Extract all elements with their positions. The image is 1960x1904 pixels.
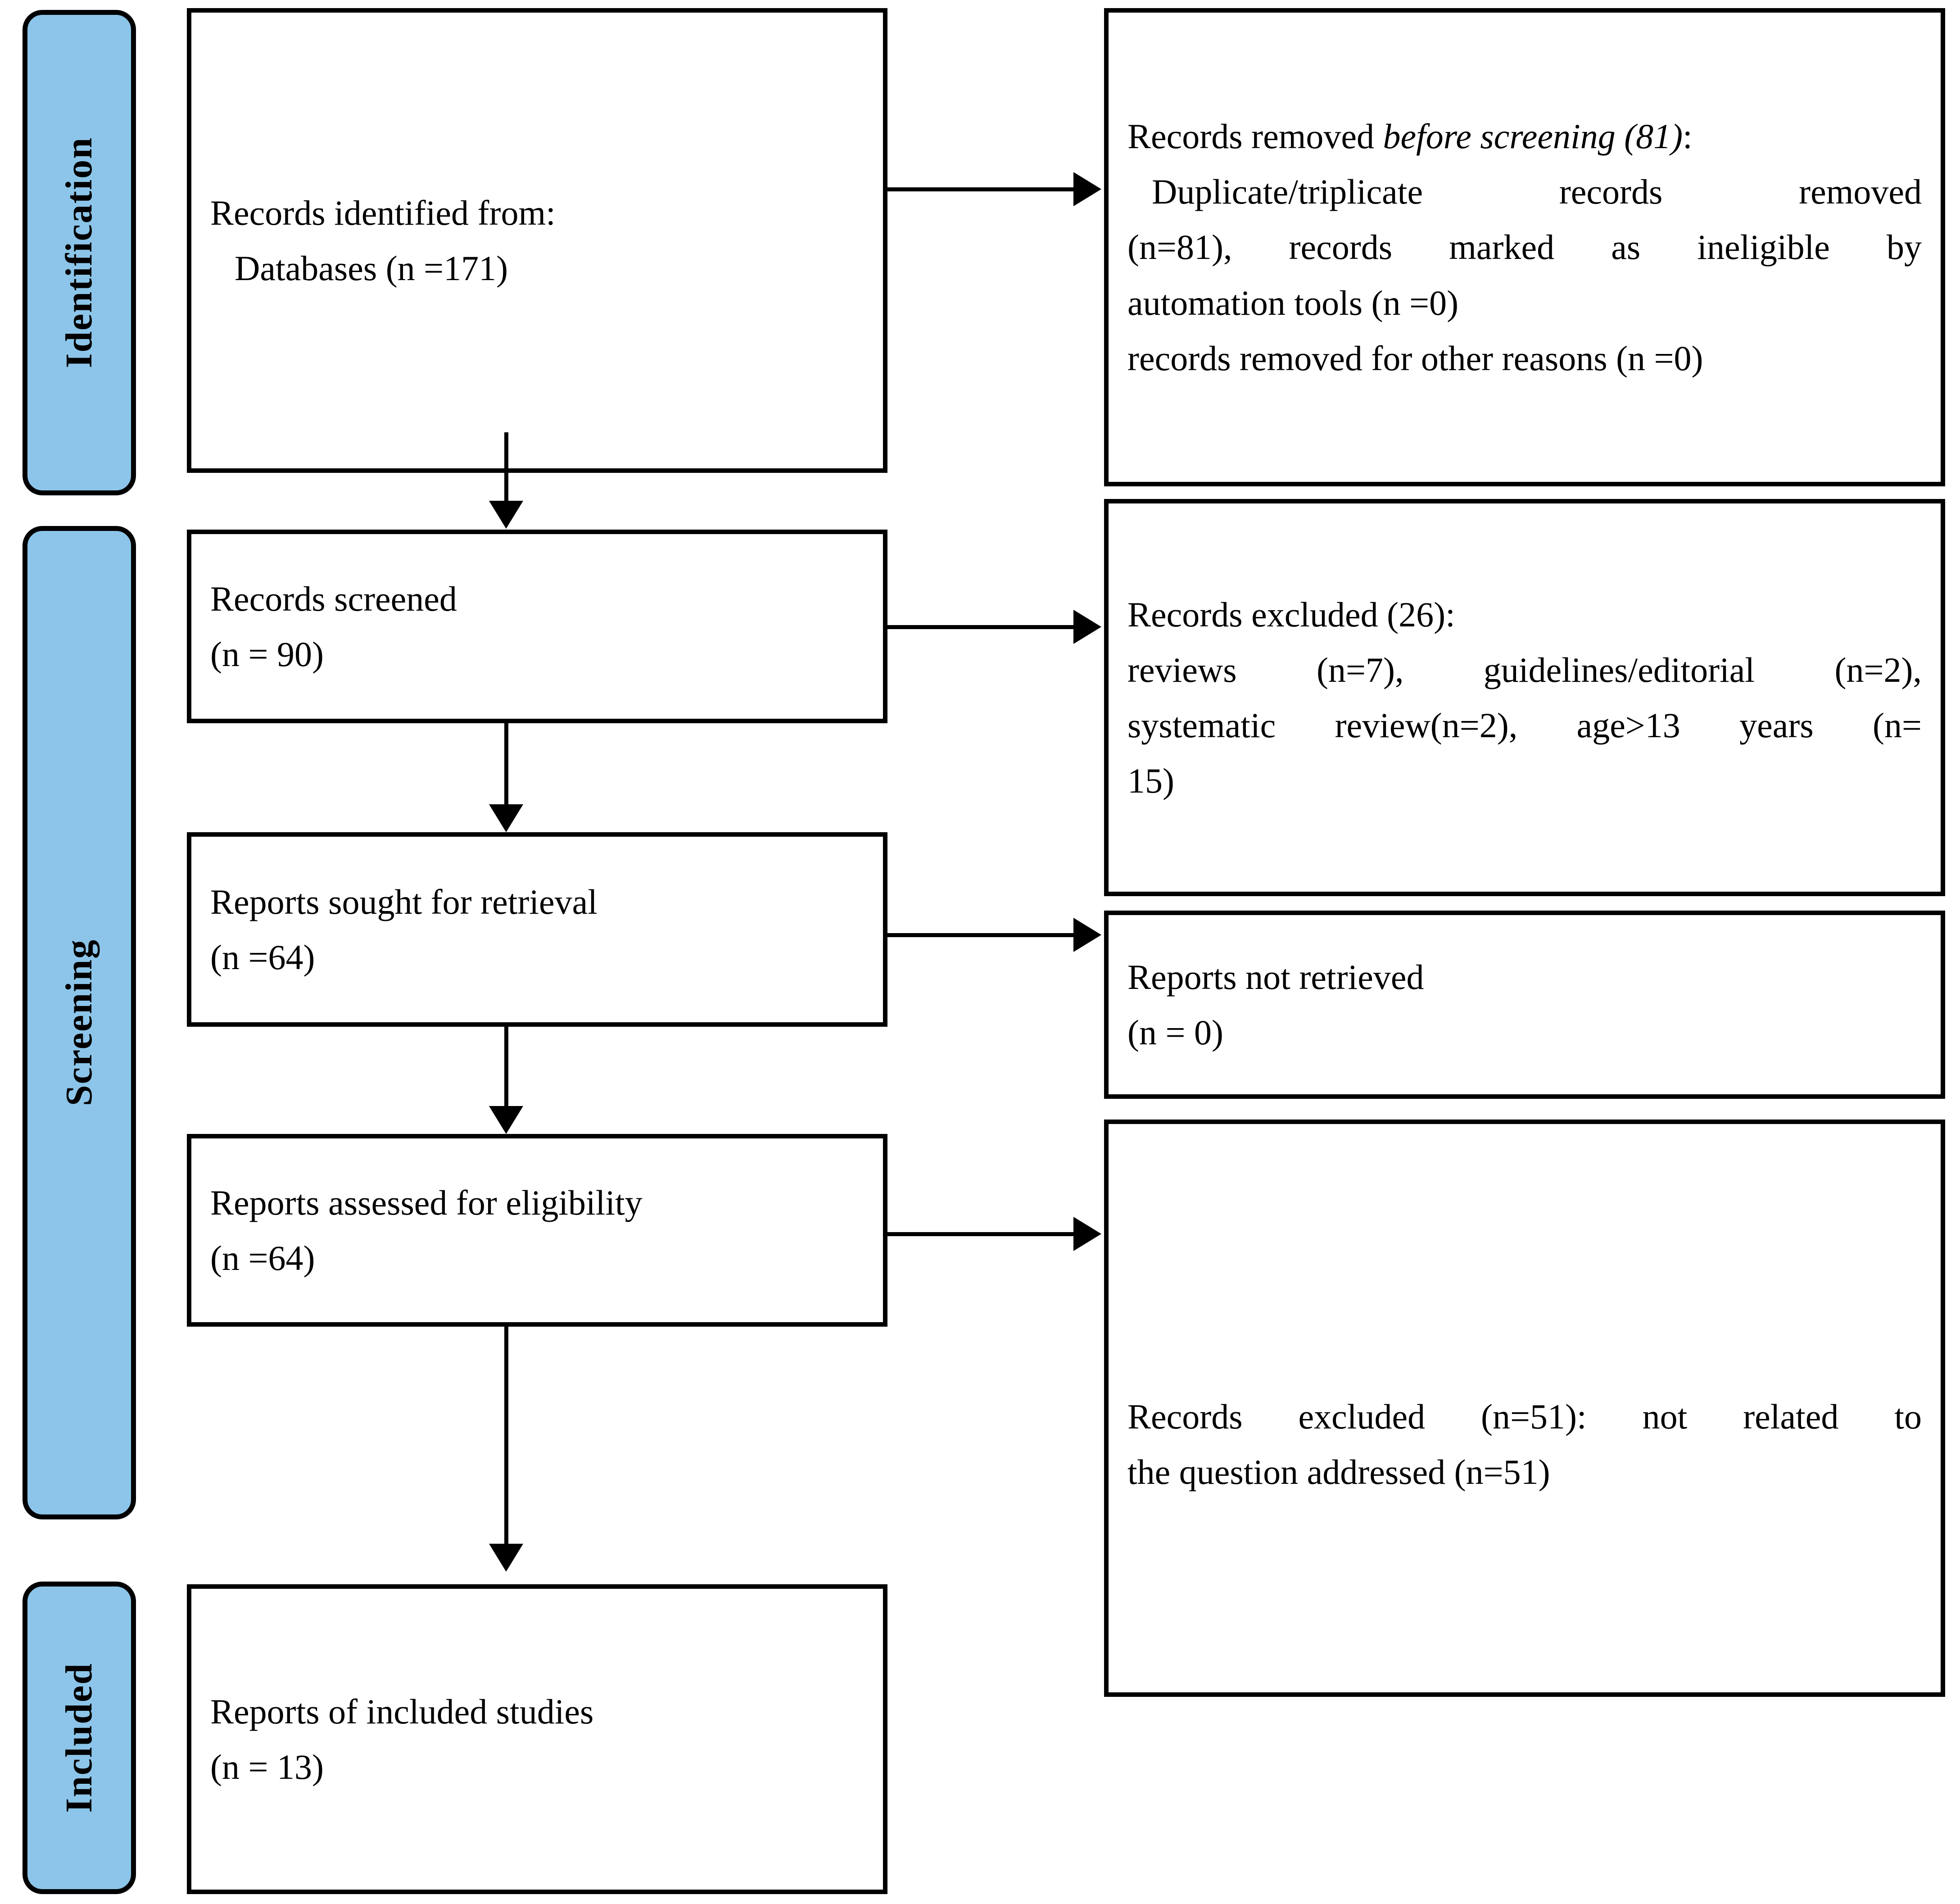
box-reports-assessed: Reports assessed for eligibility (n =64): [187, 1134, 887, 1327]
box-records-removed-line3: (n=81), records marked as ineligible by: [1127, 227, 1922, 267]
connector-line-assessed-to-included: [504, 1327, 508, 1548]
box-records-excluded-51-line1: Records excluded (n=51): not related to: [1127, 1396, 1922, 1436]
connector-arrowhead-assessed-to-included: [489, 1544, 523, 1572]
box-records-excluded-51-text: Records excluded (n=51): not related to …: [1109, 1389, 1941, 1500]
stage-label-screening: Screening: [58, 939, 100, 1106]
connector-arrowhead-assessed-to-excluded51: [1073, 1217, 1101, 1251]
box-reports-sought-line2: (n =64): [210, 938, 315, 977]
connector-line-identified-to-removed: [887, 187, 1078, 191]
box-records-screened-line1: Records screened: [210, 579, 457, 618]
box-records-excluded-26-line3: systematic review(n=2), age>13 years (n=: [1127, 706, 1922, 745]
box-records-identified: Records identified from: Databases (n =1…: [187, 8, 887, 473]
box-records-removed-heading-italic: before screening (81): [1383, 116, 1683, 156]
box-records-excluded-26: Records excluded (26): reviews (n=7), gu…: [1104, 499, 1945, 896]
box-records-removed-line2: Duplicate/triplicate records removed: [1152, 172, 1922, 212]
box-records-removed-before-screening-text: Records removed before screening (81): D…: [1109, 109, 1941, 386]
box-reports-included: Reports of included studies (n = 13): [187, 1584, 887, 1894]
connector-arrowhead-screened-to-sought: [489, 804, 523, 832]
box-records-identified-line1: Records identified from:: [210, 193, 556, 232]
stage-pill-screening: Screening: [23, 526, 136, 1519]
stage-pill-identification: Identification: [23, 10, 136, 495]
connector-line-identified-to-screened: [504, 432, 508, 520]
box-records-removed-line5: records removed for other reasons (n =0): [1127, 338, 1703, 378]
connector-arrowhead-sought-to-assessed: [489, 1106, 523, 1134]
stage-label-identification: Identification: [58, 137, 100, 368]
box-records-excluded-26-line4: 15): [1127, 761, 1174, 801]
connector-line-sought-to-not-retrieved: [887, 933, 1078, 937]
box-reports-sought-text: Reports sought for retrieval (n =64): [191, 874, 883, 985]
box-records-removed-heading: Records removed before screening (81):: [1127, 109, 1922, 164]
stage-pill-included: Included: [23, 1582, 136, 1894]
box-records-removed-before-screening: Records removed before screening (81): D…: [1104, 8, 1945, 486]
box-reports-assessed-text: Reports assessed for eligibility (n =64): [191, 1175, 883, 1286]
box-records-excluded-26-line2: reviews (n=7), guidelines/editorial (n=2…: [1127, 650, 1922, 689]
box-records-excluded-51: Records excluded (n=51): not related to …: [1104, 1120, 1945, 1697]
box-records-removed-line4: automation tools (n =0): [1127, 283, 1459, 322]
box-reports-not-retrieved-line1: Reports not retrieved: [1127, 957, 1424, 997]
box-records-screened: Records screened (n = 90): [187, 530, 887, 723]
box-reports-assessed-line1: Reports assessed for eligibility: [210, 1183, 643, 1222]
connector-arrowhead-sought-to-not-retrieved: [1073, 918, 1101, 952]
box-records-excluded-51-line2: the question addressed (n=51): [1127, 1452, 1550, 1491]
box-reports-sought-line1: Reports sought for retrieval: [210, 882, 598, 921]
box-records-screened-line2: (n = 90): [210, 635, 324, 674]
box-reports-assessed-line2: (n =64): [210, 1238, 315, 1278]
box-reports-included-text: Reports of included studies (n = 13): [191, 1684, 883, 1795]
connector-arrowhead-identified-to-screened: [489, 501, 523, 529]
box-records-identified-text: Records identified from: Databases (n =1…: [191, 185, 883, 296]
box-records-excluded-26-line1: Records excluded (26):: [1127, 594, 1455, 634]
box-records-removed-heading-tail: :: [1683, 116, 1693, 156]
box-reports-included-line2: (n = 13): [210, 1747, 324, 1786]
connector-line-sought-to-assessed: [504, 1027, 508, 1125]
box-reports-sought: Reports sought for retrieval (n =64): [187, 832, 887, 1027]
connector-line-assessed-to-excluded51: [887, 1232, 1078, 1236]
box-records-removed-heading-plain: Records removed: [1127, 116, 1383, 156]
box-reports-included-line1: Reports of included studies: [210, 1691, 594, 1731]
connector-line-screened-to-excluded26: [887, 625, 1078, 629]
box-records-excluded-26-text: Records excluded (26): reviews (n=7), gu…: [1109, 587, 1941, 809]
connector-line-screened-to-sought: [504, 723, 508, 823]
stage-label-included: Included: [58, 1663, 100, 1813]
connector-arrowhead-screened-to-excluded26: [1073, 610, 1101, 644]
box-reports-not-retrieved: Reports not retrieved (n = 0): [1104, 911, 1945, 1099]
box-records-identified-line2: Databases (n =171): [235, 249, 508, 288]
connector-arrowhead-identified-to-removed: [1073, 172, 1101, 206]
box-reports-not-retrieved-text: Reports not retrieved (n = 0): [1109, 949, 1941, 1060]
box-records-screened-text: Records screened (n = 90): [191, 571, 883, 682]
box-reports-not-retrieved-line2: (n = 0): [1127, 1013, 1223, 1052]
